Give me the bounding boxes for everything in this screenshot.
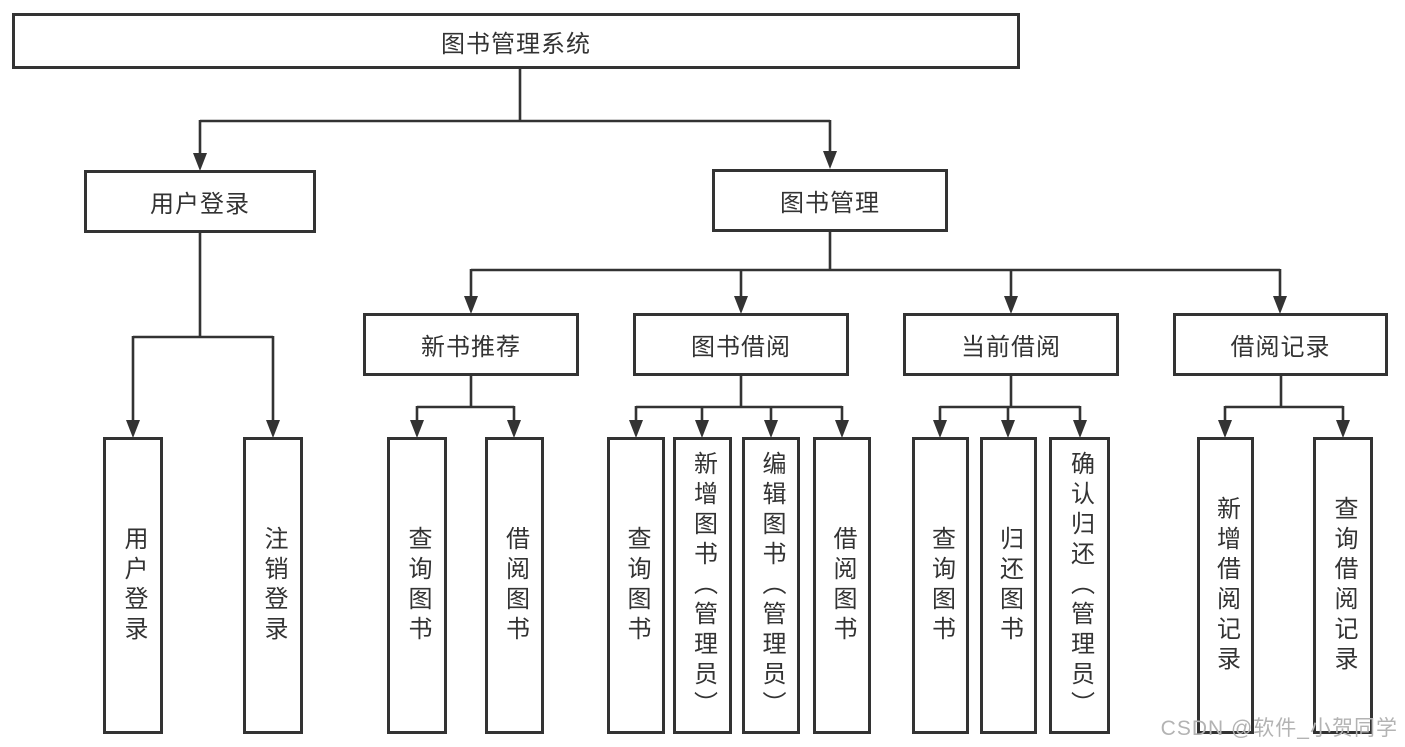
node-user-login: 用户登录 (84, 170, 316, 233)
leaf-query-books-recommend: 查询图书 (387, 437, 447, 734)
leaf-query-borrow-record: 查询借阅记录 (1313, 437, 1373, 734)
node-library-management-system: 图书管理系统 (12, 13, 1020, 69)
leaf-user-login: 用户登录 (103, 437, 163, 734)
leaf-query-books-borrowing: 查询图书 (607, 437, 665, 734)
leaf-confirm-return-admin: 确认归还（管理员） (1049, 437, 1110, 734)
leaf-borrow-books-recommend: 借阅图书 (485, 437, 544, 734)
tree-edges (131, 68, 1345, 421)
node-borrowing-records: 借阅记录 (1173, 313, 1388, 376)
leaf-return-books: 归还图书 (980, 437, 1037, 734)
leaf-query-books-current: 查询图书 (912, 437, 969, 734)
node-new-book-recommend: 新书推荐 (363, 313, 579, 376)
leaf-edit-books-admin: 编辑图书（管理员） (742, 437, 800, 734)
leaf-add-books-admin: 新增图书（管理员） (673, 437, 732, 734)
watermark: CSDN @软件_小贺同学 (1160, 717, 1398, 740)
leaf-logout: 注销登录 (243, 437, 303, 734)
node-book-management: 图书管理 (712, 169, 948, 232)
node-book-borrowing: 图书借阅 (633, 313, 849, 376)
node-current-borrowing: 当前借阅 (903, 313, 1119, 376)
leaf-add-borrow-record: 新增借阅记录 (1197, 437, 1254, 734)
leaf-borrow-books: 借阅图书 (813, 437, 871, 734)
